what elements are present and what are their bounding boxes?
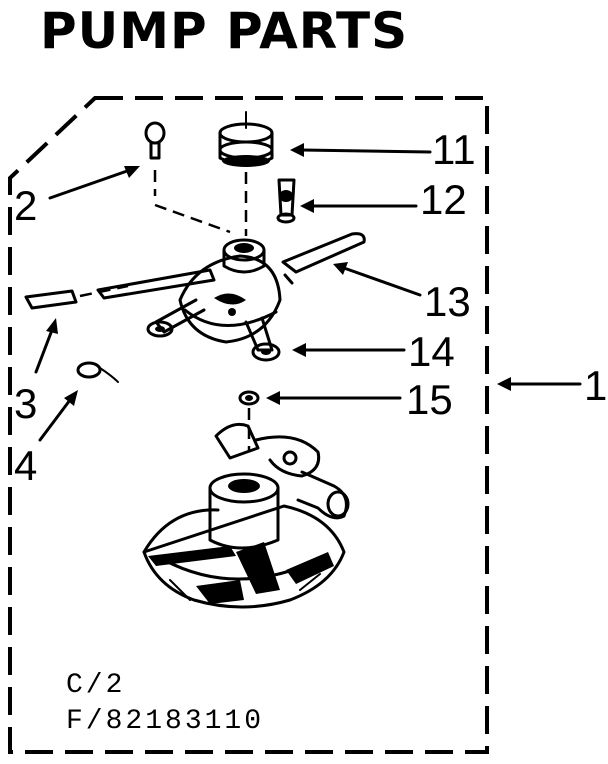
callout-12: 12 [420,176,467,223]
callout-11: 11 [432,126,476,173]
pulley-part [218,111,274,236]
footer-code-line2: F/82183110 [66,706,264,737]
spring-lever-part [281,232,366,285]
callout-13: 13 [424,278,471,325]
callout-15: 15 [406,376,453,423]
callout-3: 3 [14,380,37,427]
diagram-title: PUMP PARTS [40,2,408,60]
callout-1: 1 [584,362,607,409]
pump-arm-assembly-part [96,238,282,362]
callout-14: 14 [408,328,455,375]
callout-4: 4 [14,442,37,489]
assembly-boundary [8,96,489,754]
footer-code-line1: C/2 [66,670,125,701]
pump-housing [142,422,350,609]
plug-part [276,178,296,224]
rubber-strip-part [24,284,129,310]
callout-2: 2 [14,182,37,229]
clip-part [76,361,119,383]
bolt-part [144,121,231,234]
leader-arrows [34,143,582,442]
